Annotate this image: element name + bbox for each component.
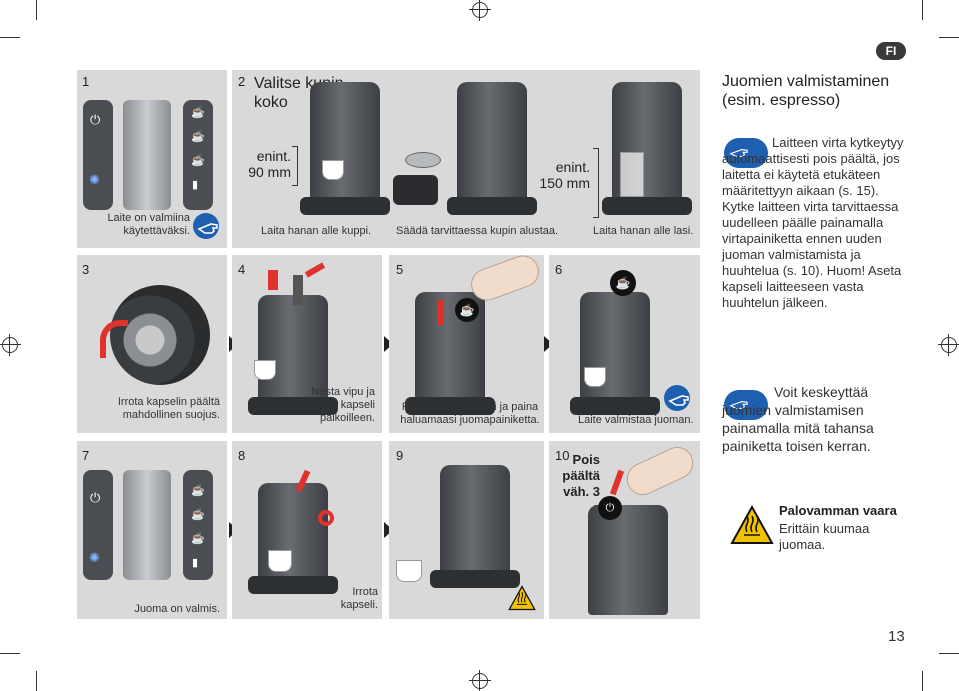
coffee-machine-illustration (447, 82, 537, 217)
power-icon: ⏻ (90, 490, 101, 505)
hand-pointer-icon (664, 385, 690, 411)
espresso-cup-icon: ☕ (191, 485, 205, 497)
step-caption: Irrota kapseli. (340, 586, 378, 611)
red-arrow-icon (438, 300, 444, 325)
espresso-cup-icon: ☕ (191, 107, 205, 119)
coffee-cup-icon: ☕ (191, 509, 205, 521)
info-text-interrupt: Voit keskeyttää juomien valmistamisen pa… (722, 384, 874, 454)
step-caption: Laita hanan alle lasi. (593, 225, 694, 237)
next-step-chevron-icon (384, 336, 393, 352)
registration-mark-icon (469, 0, 491, 21)
red-arrow-icon (100, 320, 128, 358)
registration-mark-icon (469, 670, 491, 691)
coffee-machine-illustration (248, 478, 338, 598)
info-text-auto-off: Laitteen virta kytkeytyy automaattisesti… (722, 135, 904, 310)
warning-title: Palovamman vaara (779, 503, 897, 518)
step-caption: Säädä tarvittaessa kupin alustaa. (396, 225, 559, 237)
mug-icon: ☕ (191, 155, 205, 167)
size-bracket (292, 146, 298, 186)
next-step-chevron-icon (544, 336, 553, 352)
heading-line2: (esim. espresso) (722, 92, 841, 109)
rinse-icon: ✺ (89, 172, 100, 187)
control-panel-illustration: ⏻ ✺ ☕ ☕ ☕ ▮ (83, 470, 218, 580)
coffee-cup-icon: ☕ (191, 131, 205, 143)
hand-pointer-icon (193, 213, 219, 239)
red-arrow-icon (268, 270, 278, 290)
coffee-machine-illustration (248, 275, 338, 417)
step-caption: Nosta vipu ja aseta kapseli paikoilleen. (310, 386, 375, 424)
power-icon: ⏻ (90, 112, 101, 127)
next-step-chevron-icon (384, 522, 393, 538)
hot-surface-warning-icon (730, 504, 774, 545)
crop-mark (36, 671, 37, 691)
registration-mark-icon (0, 334, 21, 356)
step-number: 5 (396, 262, 404, 277)
rinse-icon: ✺ (89, 550, 100, 565)
crop-mark (922, 671, 923, 691)
step-number: 4 (238, 262, 246, 277)
drip-grid-illustration (405, 152, 441, 168)
control-panel-illustration: ⏻ ✺ ☕ ☕ ☕ ▮ (83, 100, 218, 210)
coffee-machine-illustration (300, 82, 390, 217)
glass-icon: ▮ (192, 179, 199, 191)
crop-mark (922, 0, 923, 20)
step-caption: Juoma on valmis. (134, 603, 220, 615)
step-number: 1 (82, 74, 90, 89)
crop-mark (939, 37, 959, 38)
step-number: 8 (238, 448, 246, 463)
crop-mark (36, 0, 37, 20)
coffee-machine-illustration (570, 292, 660, 417)
coffee-machine-illustration (602, 82, 692, 217)
red-arrow-icon (318, 510, 334, 526)
step-caption: Laita hanan alle kuppi. (261, 225, 372, 237)
cup-illustration (396, 560, 422, 582)
step-number: 2 (238, 74, 246, 89)
drip-tray-illustration (393, 175, 438, 205)
step-number: 6 (555, 262, 563, 277)
coffee-machine-illustration (578, 505, 678, 615)
step-number: 9 (396, 448, 404, 463)
hand-pointer-icon (724, 390, 768, 420)
espresso-button-icon: ☕ (455, 298, 479, 322)
coffee-machine-illustration (405, 292, 495, 417)
power-button-icon: ⏻ (598, 496, 622, 520)
size-label-150: enint. 150 mm (539, 159, 590, 191)
cup-illustration (322, 160, 344, 180)
crop-mark (939, 653, 959, 654)
blinking-button-icon: ☕ (610, 270, 636, 296)
page-number: 13 (888, 628, 905, 645)
crop-mark (0, 653, 20, 654)
glass-illustration (620, 152, 644, 197)
coffee-machine-illustration (430, 465, 520, 590)
step-caption: Irrota kapselin päältä mahdollinen suoju… (117, 396, 220, 421)
mug-icon: ☕ (191, 533, 205, 545)
registration-mark-icon (938, 334, 959, 356)
step-caption: Laite on valmiina käytettäväksi. (107, 212, 190, 237)
size-bracket (593, 148, 599, 218)
step-caption: Paina vipu alas asti ja paina haluamaasi… (400, 401, 540, 426)
section-heading: Juomien valmistaminen (esim. espresso) (722, 72, 889, 110)
crop-mark (0, 37, 20, 38)
language-badge: FI (876, 42, 906, 60)
size-label-90: enint. 90 mm (248, 148, 291, 180)
glass-icon: ▮ (192, 557, 199, 569)
step-number: 7 (82, 448, 90, 463)
step-number: 3 (82, 262, 90, 277)
step-caption: Laite valmistaa juoman. (578, 414, 694, 426)
hand-pointer-icon (724, 138, 768, 168)
hot-surface-warning-icon (508, 585, 536, 611)
step-number: 10 (555, 448, 570, 463)
warning-text: Erittäin kuumaa juomaa. (779, 521, 870, 552)
heading-line1: Juomien valmistaminen (722, 73, 890, 90)
